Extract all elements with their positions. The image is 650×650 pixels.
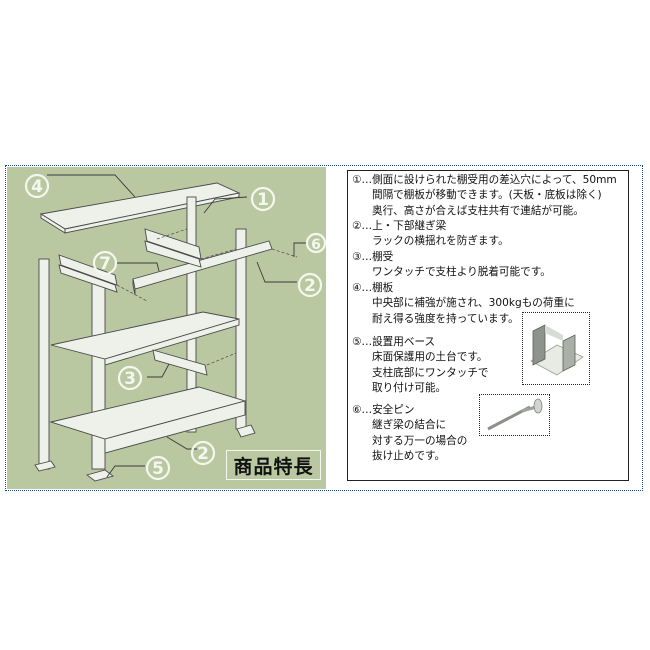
feature-description: 奥行、高さが合えば支柱共有で連結が可能。	[372, 204, 584, 217]
feature-description: 床面保護用の土台です。	[372, 351, 488, 364]
feature-marker: ④…	[352, 282, 373, 294]
feature-title: 棚板	[372, 282, 394, 294]
feature-title: 設置用ベース	[372, 336, 436, 348]
callout-4: 4	[24, 173, 50, 199]
feature-item-4: ④…棚板 中央部に補強が施され、300kgもの荷重に 耐え得る強度を持っています…	[352, 281, 575, 327]
steel-rack-illustration: 4 1 6 7 2 3 2 5	[24, 173, 326, 482]
product-features-frame	[5, 165, 643, 491]
feature-description: 継ぎ梁の結合に	[372, 419, 447, 432]
feature-description: 取り付け可能。	[372, 381, 447, 394]
feature-item-2: ②…上・下部継ぎ梁 ラックの横揺れを防ぎます。	[352, 219, 509, 250]
feature-description: 支柱底部にワンタッチで	[372, 366, 489, 379]
shelf-exploded-diagram: 4 1 6 7 2 3 2 5	[7, 167, 326, 489]
feature-title: 上・下部継ぎ梁	[372, 220, 447, 232]
callout-5: 5	[145, 455, 171, 481]
svg-text:6: 6	[311, 237, 321, 253]
base-plate-photo	[522, 312, 590, 385]
svg-text:5: 5	[152, 459, 164, 479]
callout-2-lower: 2	[190, 440, 216, 466]
feature-title: 側面に設けられた棚受用の差込穴によって、50mm	[372, 174, 617, 186]
safety-pin-image	[487, 398, 543, 431]
feature-description: 対する万一の場合の	[372, 434, 468, 447]
feature-marker: ②…	[352, 220, 373, 232]
feature-description: 間隔で棚板が移動できます。(天板・底板は除く)	[372, 189, 602, 202]
svg-text:2: 2	[197, 444, 209, 464]
feature-title: 安全ピン	[372, 404, 415, 416]
svg-text:4: 4	[31, 177, 43, 197]
feature-item-5: ⑤…設置用ベース 床面保護用の土台です。 支柱底部にワンタッチで 取り付け可能。	[352, 335, 489, 396]
feature-marker: ③…	[352, 251, 373, 263]
feature-description: 抜け止めです。	[372, 449, 446, 462]
callout-7: 7	[92, 250, 118, 276]
feature-item-6: ⑥…安全ピン 継ぎ梁の結合に 対する万一の場合の 抜け止めです。	[352, 403, 467, 464]
feature-description: 中央部に補強が施され、300kgもの荷重に	[372, 297, 575, 310]
callout-2-upper: 2	[297, 272, 323, 298]
feature-marker: ①…	[352, 174, 373, 186]
svg-text:2: 2	[304, 276, 316, 296]
product-features-label: 商品特長	[226, 450, 321, 480]
feature-description: ラックの横揺れを防ぎます。	[372, 235, 509, 248]
feature-title: 棚受	[372, 251, 394, 263]
feature-marker: ⑥…	[352, 404, 373, 416]
svg-text:7: 7	[99, 254, 111, 274]
svg-text:1: 1	[257, 190, 269, 210]
svg-text:3: 3	[124, 369, 136, 389]
feature-marker: ⑤…	[352, 336, 373, 348]
callout-1: 1	[250, 186, 276, 212]
base-plate-image	[530, 324, 584, 376]
feature-list: ①…側面に設けられた棚受用の差込穴によって、50mm 間隔で棚板が移動できます。…	[347, 170, 629, 481]
callout-6: 6	[305, 232, 326, 254]
feature-description: 耐え得る強度を持っています。	[372, 312, 519, 325]
feature-item-1: ①…側面に設けられた棚受用の差込穴によって、50mm 間隔で棚板が移動できます。…	[352, 173, 617, 219]
feature-item-3: ③…棚受 ワンタッチで支柱より脱着可能です。	[352, 250, 551, 281]
callout-3: 3	[117, 365, 143, 391]
feature-description: ワンタッチで支柱より脱着可能です。	[372, 266, 551, 279]
safety-pin-photo	[479, 394, 550, 436]
